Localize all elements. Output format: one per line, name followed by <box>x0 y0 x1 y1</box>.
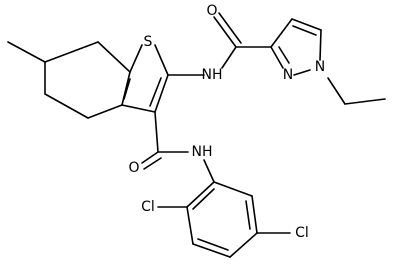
atom-oxygen-top: O <box>206 3 217 19</box>
bond-layer <box>7 12 386 258</box>
bond-ethyl-2 <box>344 98 386 105</box>
bond-ring6-3 <box>121 71 131 106</box>
bond-thio-4 <box>121 104 156 113</box>
bond-ar-3 <box>229 232 258 258</box>
atom-pyrazole-n-1: N <box>283 67 293 83</box>
bond-co2-o-2 <box>143 157 162 170</box>
bond-ring6-5 <box>44 93 89 119</box>
bond-pyr-2-inner <box>292 25 317 36</box>
bond-ar-2 <box>251 195 258 234</box>
bond-thio-2 <box>154 44 169 76</box>
bond-ar-4-inner <box>197 238 229 251</box>
bond-ring6-1 <box>44 41 99 63</box>
bond-c3-co <box>154 111 159 153</box>
atom-pyrazole-n-2: N <box>315 59 325 75</box>
atom-amide-nh-2: NH <box>192 144 213 160</box>
bond-co-o-2 <box>218 12 242 44</box>
bond-ar-2-inner <box>245 200 251 230</box>
bond-nh2-ar <box>203 159 215 183</box>
bond-pyr-3 <box>319 29 322 61</box>
atom-chlorine-1: Cl <box>141 199 155 215</box>
atom-label-layer: S O NH N N O NH Cl Cl <box>128 3 325 241</box>
atom-chlorine-2: Cl <box>295 225 309 241</box>
bond-thio-1 <box>129 44 143 73</box>
bond-nh-co <box>221 46 237 69</box>
bond-pyr-4 <box>293 69 311 76</box>
bond-ar-5 <box>186 206 194 245</box>
bond-pyr-1 <box>270 18 293 48</box>
bond-ar-6-inner <box>192 188 215 210</box>
bond-ethyl-1 <box>327 77 346 105</box>
atom-amide-nh-1: NH <box>202 67 223 83</box>
bond-ar-4 <box>192 243 231 258</box>
bond-pyr-2 <box>291 18 322 31</box>
bond-pyr-5-inner <box>278 46 290 64</box>
atom-sulfur: S <box>144 34 153 50</box>
bond-thio-3 <box>154 74 169 113</box>
bond-ring6-2 <box>97 41 131 73</box>
bond-thio-3-inner <box>149 77 162 107</box>
bond-pyr-5 <box>270 46 284 69</box>
bond-ar-6 <box>186 181 215 208</box>
bond-ar-1 <box>213 181 253 197</box>
atom-oxygen-bottom: O <box>128 160 139 176</box>
bond-methyl <box>7 41 46 63</box>
bond-co-o-1 <box>213 16 237 48</box>
bond-ring6-4 <box>87 104 123 119</box>
bond-thio-5-inner <box>123 78 131 100</box>
bond-co2-o-1 <box>141 151 159 164</box>
